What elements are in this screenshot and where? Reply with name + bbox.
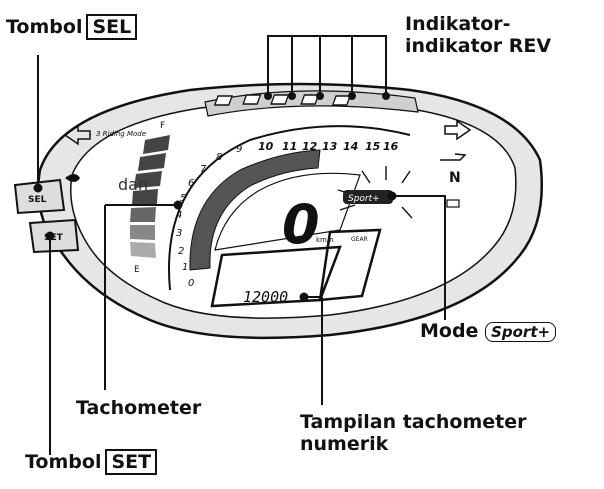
- rpm-number-0: 0: [188, 278, 194, 289]
- rev-indicator-lamps: [213, 94, 352, 106]
- dan-label: dan: [118, 175, 149, 194]
- rev-lamp-3: [270, 94, 290, 105]
- tachometer-bar-band: [189, 149, 321, 271]
- numeric-tachometer-label: Tampilan tachometer numerik: [300, 411, 527, 456]
- speed-digit: 0: [282, 193, 320, 256]
- rpm-number-15: 15: [365, 140, 381, 153]
- set-button-text: SET: [44, 233, 64, 243]
- rpm-number-3: 3: [176, 228, 182, 239]
- rpm-number-5: 5: [180, 193, 186, 204]
- headlight-icon: [65, 174, 80, 182]
- sel-button-prefix: Tombol: [6, 16, 83, 38]
- fuel-full-mark: F: [160, 121, 165, 131]
- oil-warning-icon: [440, 153, 467, 161]
- neutral-indicator: N: [449, 170, 461, 186]
- rev-lamp-2: [242, 94, 262, 105]
- set-button-prefix: Tombol: [25, 451, 102, 473]
- gear-label: GEAR: [351, 236, 368, 243]
- numeric-label-line2: numerik: [300, 432, 389, 455]
- sel-key-box: SEL: [86, 14, 138, 40]
- fuel-gauge: [130, 135, 170, 258]
- rpm-number-9: 9: [236, 144, 242, 155]
- rpm-number-6: 6: [188, 178, 194, 189]
- rev-lamp-1: [213, 95, 234, 106]
- numeric-label-line1: Tampilan tachometer: [300, 411, 527, 433]
- speed-display-frame: [214, 172, 361, 251]
- rpm-number-1: 1: [182, 262, 188, 273]
- sel-button-housing: [13, 178, 66, 215]
- sel-button-text: SEL: [28, 195, 47, 205]
- tachometer-label: Tachometer: [76, 397, 202, 419]
- sport-mode-display: [343, 190, 393, 204]
- tachometer-arc: [168, 125, 411, 291]
- rpm-number-13: 13: [322, 140, 338, 153]
- callout-lines: [33, 35, 446, 455]
- fuel-empty-mark: E: [134, 265, 140, 275]
- rev-label-line1: Indikator-: [405, 13, 511, 35]
- gear-display-frame: [318, 228, 382, 302]
- speed-unit: km/h: [316, 236, 334, 244]
- rev-indicator-label: Indikator- indikator REV: [405, 13, 552, 58]
- tacho-readout: 12000: [243, 288, 288, 306]
- mode-badge: Sport+: [485, 322, 557, 342]
- rpm-number-7: 7: [200, 164, 207, 175]
- rpm-number-2: 2: [178, 246, 184, 257]
- rpm-number-16: 16: [383, 140, 399, 153]
- rpm-number-14: 14: [343, 140, 358, 153]
- set-key-box: SET: [105, 449, 158, 475]
- rev-lamp-5: [331, 95, 352, 106]
- rpm-number-12: 12: [302, 140, 318, 153]
- engine-warning-icon: [446, 199, 460, 208]
- riding-mode-label: 3 Riding Mode: [96, 130, 146, 138]
- rpm-number-10: 10: [258, 140, 274, 153]
- rev-lamp-4: [300, 94, 320, 105]
- left-turn-signal-icon: [63, 124, 91, 146]
- mode-label: Mode Sport+: [420, 320, 557, 343]
- right-turn-signal-icon: [444, 119, 472, 141]
- rpm-number-11: 11: [282, 140, 297, 153]
- rev-label-line2: indikator REV: [405, 34, 552, 57]
- mode-prefix: Mode: [420, 320, 479, 342]
- rpm-number-4: 4: [176, 210, 182, 221]
- sport-display-text: Sport+: [348, 194, 380, 204]
- rpm-number-8: 8: [216, 152, 222, 163]
